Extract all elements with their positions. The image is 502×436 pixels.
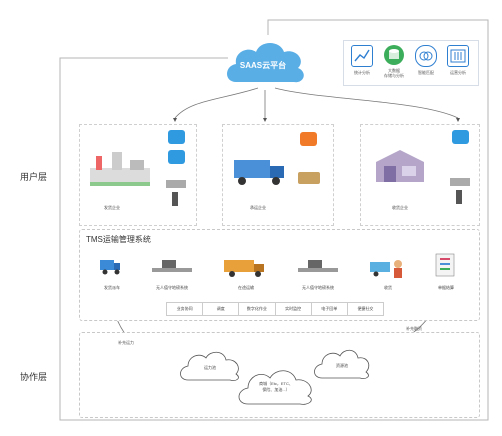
function-row: 业务协同 调度 数字化作业 实时监控 电子回单 便捷社交 (166, 302, 384, 316)
capacity-pool-cloud (180, 351, 239, 381)
function-cell[interactable]: 业务协同 (167, 303, 204, 315)
saas-cloud-icon (227, 43, 304, 83)
dispatch-truck-icon (100, 260, 120, 275)
weighbridge-icon (298, 260, 338, 272)
factory-icon (90, 152, 150, 186)
settlement-icon (435, 253, 455, 277)
layer-label-user: 用户层 (20, 172, 48, 182)
function-cell[interactable]: 调度 (203, 303, 240, 315)
step-label: 无人值守地磅系统 (302, 285, 334, 290)
enterprise-caption-shipper: 发货企业 (104, 205, 120, 210)
analysis-label-db: 大数据 存储与分析 (384, 68, 404, 78)
analysis-item: 运营分析 (444, 45, 472, 75)
database-icon (384, 45, 404, 65)
app-icon[interactable] (168, 150, 185, 164)
dashboard-icon (447, 45, 469, 67)
app-icon[interactable] (168, 130, 185, 144)
analysis-item: 统计分析 (348, 45, 376, 75)
warehouse-icon (376, 150, 424, 182)
weighbridge-icon (152, 260, 192, 272)
step-label: 在途运输 (238, 285, 254, 290)
note-supply: 补充运力 (118, 340, 134, 345)
match-icon (415, 45, 437, 67)
function-cell[interactable]: 便捷社交 (357, 306, 374, 311)
function-cell[interactable]: 电子回单 (312, 303, 348, 315)
transit-truck-icon (224, 260, 264, 277)
app-icon[interactable] (300, 132, 317, 146)
analysis-item: 大数据 存储与分析 (380, 45, 408, 78)
analysis-panel: 统计分析 大数据 存储与分析 智能匹配 运营分析 (343, 40, 479, 86)
scanner-icon (450, 178, 470, 204)
saas-title: SAAS云平台 (239, 61, 287, 70)
function-cell[interactable]: 实时监控 (276, 303, 312, 315)
tms-title: TMS运输管理系统 (86, 235, 151, 244)
app-icon[interactable] (452, 130, 469, 144)
analysis-item: 智能匹配 (412, 45, 440, 75)
step-label: 单据结算 (438, 285, 454, 290)
function-cell[interactable]: 数字化作业 (239, 303, 276, 315)
layer-label-collab: 协作层 (20, 372, 48, 382)
chart-line-icon (351, 45, 373, 67)
step-label: 发货派车 (104, 285, 120, 290)
cloud-label: 运力池 (204, 365, 216, 370)
note-payment: 补充融资 (406, 326, 422, 331)
step-label: 无人值守地磅系统 (156, 285, 188, 290)
device-icon (298, 172, 320, 184)
enterprise-caption-carrier: 承运企业 (250, 205, 266, 210)
receive-icon (370, 260, 402, 278)
cloud-label: 商城（Etc，ETC、 保险、加油...） (259, 381, 293, 392)
mall-cloud (238, 370, 312, 405)
enterprise-caption-receiver: 收货企业 (392, 205, 408, 210)
cloud-label: 资源池 (336, 363, 348, 368)
step-label: 收货 (384, 285, 392, 290)
resource-pool-cloud (314, 349, 370, 379)
truck-icon (234, 160, 284, 185)
scanner-icon (166, 180, 186, 206)
